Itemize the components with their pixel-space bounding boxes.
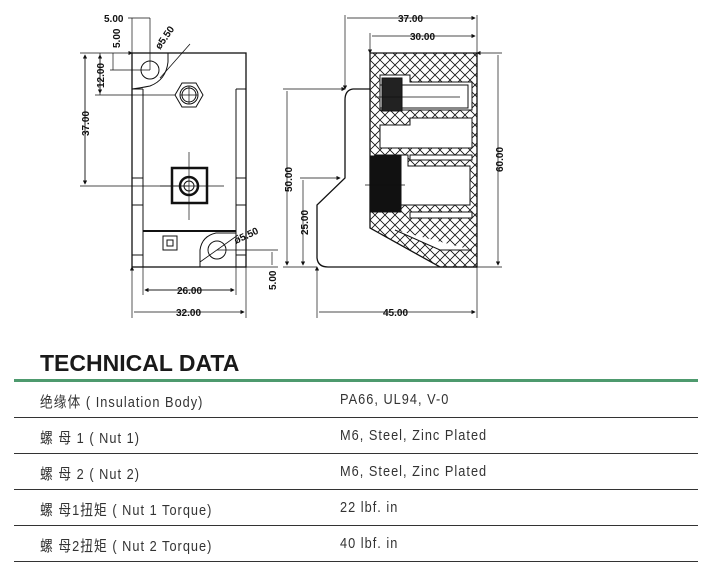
nut-2-square	[170, 166, 209, 205]
dim-body-height: 50.00	[284, 167, 295, 192]
dim-hole-top: ø5.50	[153, 24, 177, 52]
row-label: 绝缘体 ( Insulation Body)	[40, 394, 204, 411]
row-value: M6, Steel, Zinc Plated	[340, 427, 488, 444]
dim-bottom-offset: 5.00	[268, 270, 279, 290]
row-label: 螺 母2扭矩 ( Nut 2 Torque)	[40, 538, 213, 555]
nut-2-section	[370, 155, 402, 213]
row-value: 22 lbf. in	[340, 499, 399, 516]
side-view: 37.00 30.00 60.00 50.00 25.00 45.00	[283, 14, 506, 319]
dim-top-vertical: 5.00	[112, 28, 123, 48]
dim-total-height: 60.00	[495, 147, 506, 172]
side-rails	[132, 88, 246, 267]
section-title: TECHNICAL DATA	[40, 350, 240, 376]
table-row: 螺 母1扭矩 ( Nut 1 Torque) 22 lbf. in	[14, 490, 698, 526]
hex-nut-1-icon	[174, 82, 204, 108]
dim-base-width: 45.00	[383, 308, 408, 319]
logo-icon	[162, 235, 178, 251]
table-row: 螺 母 1 ( Nut 1) M6, Steel, Zinc Plated	[14, 418, 698, 454]
table-row: 螺 母 2 ( Nut 2) M6, Steel, Zinc Plated	[14, 454, 698, 490]
dim-top-offset: 5.00	[104, 14, 124, 25]
top-hole-boss	[131, 53, 169, 90]
table-row: 绝缘体 ( Insulation Body) PA66, UL94, V-0	[14, 382, 698, 418]
row-value: 40 lbf. in	[340, 535, 399, 552]
row-value: PA66, UL94, V-0	[340, 391, 450, 408]
dim-hole-bottom: ø5.50	[233, 226, 261, 247]
nut-1-section	[381, 77, 403, 112]
dim-outer-width: 32.00	[176, 308, 201, 319]
row-label: 螺 母 2 ( Nut 2)	[40, 466, 141, 483]
dim-nut-height: 12.00	[96, 63, 107, 88]
dim-center-height: 37.00	[81, 111, 92, 136]
accent-divider	[14, 379, 698, 382]
front-view: 5.00 5.00 ø5.50 12.00 37.00 ø5.50 5.00 2…	[80, 14, 279, 319]
row-label: 螺 母 1 ( Nut 1)	[40, 430, 141, 447]
table-row: 螺 母2扭矩 ( Nut 2 Torque) 40 lbf. in	[14, 526, 698, 562]
row-label: 螺 母1扭矩 ( Nut 1 Torque)	[40, 502, 213, 519]
row-value: M6, Steel, Zinc Plated	[340, 463, 488, 480]
bottom-hole-boss	[199, 232, 236, 267]
dim-section-width: 30.00	[410, 32, 435, 43]
technical-drawing: 5.00 5.00 ø5.50 12.00 37.00 ø5.50 5.00 2…	[80, 0, 506, 319]
dim-step-height: 25.00	[300, 210, 311, 235]
dim-inner-width: 26.00	[177, 286, 202, 297]
dim-top-width: 37.00	[398, 14, 423, 25]
